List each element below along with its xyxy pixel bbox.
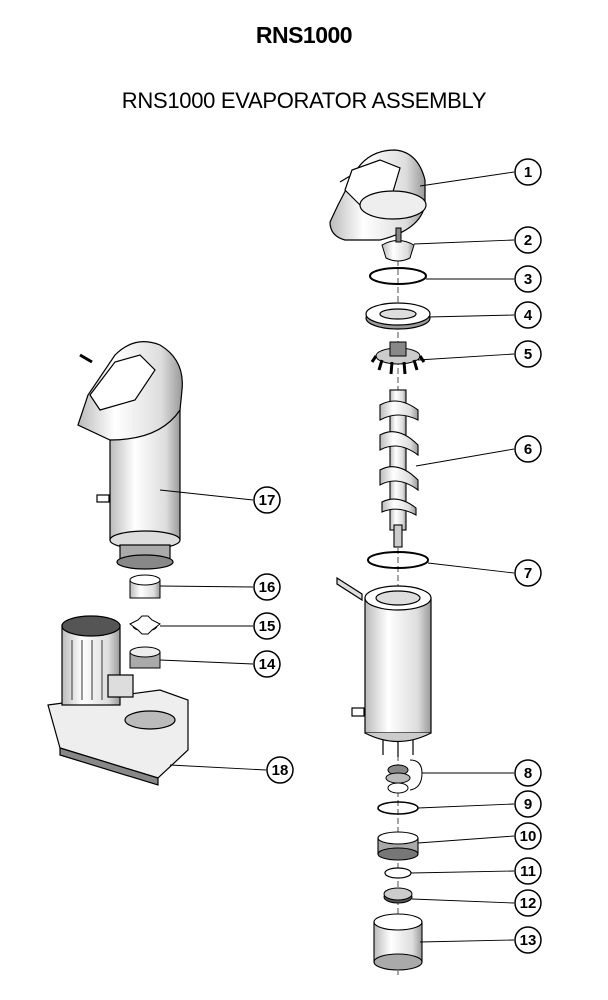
leader-12 — [411, 898, 515, 904]
leader-14 — [159, 659, 254, 665]
part-15-spider — [129, 615, 161, 635]
callout-circle-3 — [514, 265, 542, 293]
callout-label-5: 5 — [524, 346, 532, 363]
callout-label-18: 18 — [272, 762, 289, 779]
part-2-fitting — [381, 227, 415, 262]
part-10-housing — [377, 831, 419, 861]
part-8-seal — [385, 764, 411, 794]
callout-label-7: 7 — [524, 565, 532, 582]
callout-circle-5 — [514, 340, 542, 368]
part-4-flange — [365, 302, 431, 330]
part-5-scraper — [370, 341, 426, 375]
leader-10 — [417, 835, 515, 844]
callout-label-2: 2 — [524, 232, 532, 249]
leader-1 — [419, 171, 515, 187]
callout-label-4: 4 — [524, 307, 533, 324]
part-12-bearing — [383, 887, 413, 904]
callout-circle-10 — [514, 822, 542, 850]
part-18-motor-gearbox — [47, 615, 189, 786]
part-1-cover — [329, 149, 427, 241]
assembly-subtitle: RNS1000 EVAPORATOR ASSEMBLY — [121, 88, 487, 113]
callout-circle-15 — [253, 612, 281, 640]
callout-label-14: 14 — [259, 656, 276, 673]
callout-circle-6 — [514, 435, 542, 463]
leader-13 — [419, 939, 515, 943]
callout-label-6: 6 — [524, 441, 532, 458]
callout-circle-2 — [514, 226, 542, 254]
evaporator-cylinder — [336, 576, 432, 757]
callout-circle-13 — [514, 926, 542, 954]
leader-6 — [415, 448, 515, 467]
callout-circle-17 — [253, 486, 281, 514]
leader-7 — [427, 562, 515, 574]
leader-9 — [417, 803, 515, 809]
leader-4 — [427, 314, 515, 318]
leader-11 — [410, 870, 515, 874]
callout-circle-18 — [266, 756, 294, 784]
callout-label-3: 3 — [524, 271, 532, 288]
part-13-base — [373, 913, 423, 971]
callout-circle-11 — [514, 857, 542, 885]
part-6-auger — [379, 389, 419, 548]
callout-label-8: 8 — [524, 765, 532, 782]
leader-16 — [159, 585, 254, 588]
leader-18 — [169, 764, 267, 771]
callout-circle-9 — [514, 790, 542, 818]
document-title: RNS1000 — [255, 22, 353, 48]
callout-label-17: 17 — [259, 492, 276, 509]
callout-label-12: 12 — [520, 895, 537, 912]
part-7-o-ring — [367, 551, 429, 569]
callout-circle-14 — [253, 650, 281, 678]
part-14-coupling — [129, 646, 161, 669]
callout-circle-8 — [514, 759, 542, 787]
part-17-evaporator — [77, 341, 183, 570]
callout-circle-16 — [253, 573, 281, 601]
callout-label-1: 1 — [524, 164, 532, 181]
part-16-coupling — [129, 574, 161, 599]
callout-circle-1 — [514, 158, 542, 186]
callout-circle-12 — [514, 889, 542, 917]
leader-5 — [417, 353, 515, 361]
callout-circle-7 — [514, 559, 542, 587]
part-3-o-ring — [369, 267, 427, 285]
callout-circle-4 — [514, 301, 542, 329]
callout-label-9: 9 — [524, 796, 532, 813]
leader-2 — [413, 239, 515, 245]
callout-label-13: 13 — [520, 932, 537, 949]
callout-label-16: 16 — [259, 579, 276, 596]
callout-label-11: 11 — [520, 863, 536, 880]
part-11-washer — [384, 867, 412, 879]
part-8-bracket — [409, 759, 432, 791]
leader-17 — [159, 489, 254, 501]
callout-label-10: 10 — [520, 828, 537, 845]
callout-label-15: 15 — [259, 618, 276, 635]
